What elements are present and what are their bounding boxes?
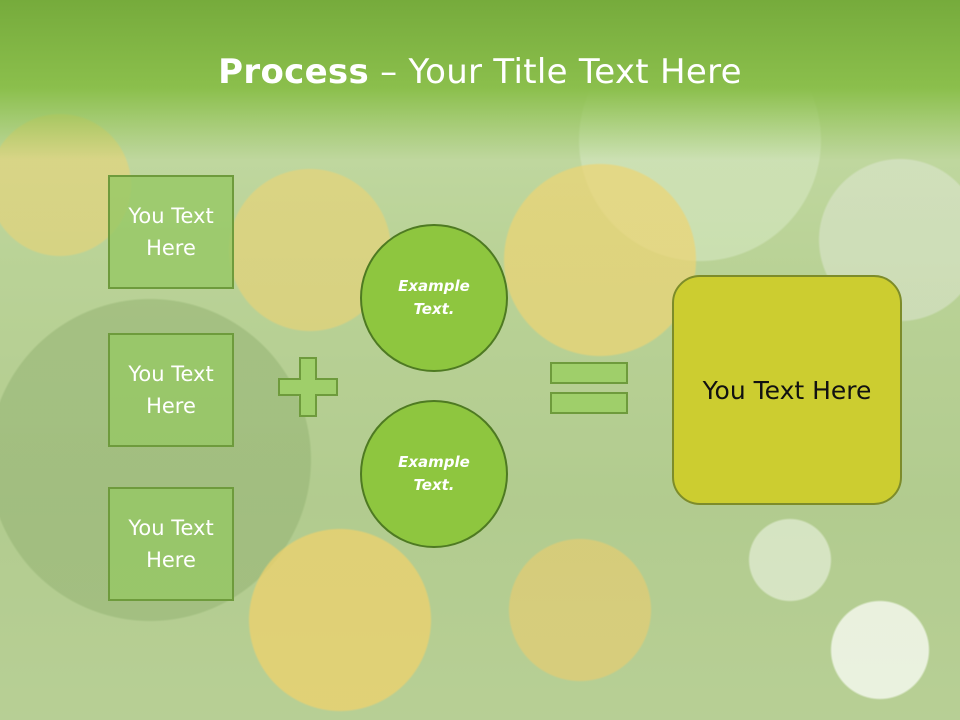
text-box-line: Here: [146, 236, 196, 260]
text-box-line: You Text: [128, 204, 214, 228]
example-circle-2: Example Text.: [360, 400, 508, 548]
example-circle-1: Example Text.: [360, 224, 508, 372]
circle-text-line: Example: [398, 277, 470, 295]
text-box-line: You Text: [128, 362, 214, 386]
equals-icon: [550, 362, 628, 414]
title-rest: Your Title Text Here: [408, 52, 742, 92]
result-label: You Text Here: [702, 375, 872, 405]
circle-text-line: Text.: [413, 300, 455, 318]
plus-icon: [278, 357, 338, 417]
slide-title: Process – Your Title Text Here: [0, 52, 960, 92]
text-box-line: Here: [146, 394, 196, 418]
text-box-line: You Text: [128, 516, 214, 540]
text-box-line: Here: [146, 548, 196, 572]
title-band: [0, 0, 960, 160]
text-box-2: You Text Here: [108, 333, 234, 447]
circle-text-line: Text.: [413, 476, 455, 494]
circle-text-line: Example: [398, 453, 470, 471]
result-box: You Text Here: [672, 275, 902, 505]
text-box-3: You Text Here: [108, 487, 234, 601]
text-box-1: You Text Here: [108, 175, 234, 289]
title-dash: –: [380, 52, 398, 92]
title-bold: Process: [218, 52, 370, 92]
